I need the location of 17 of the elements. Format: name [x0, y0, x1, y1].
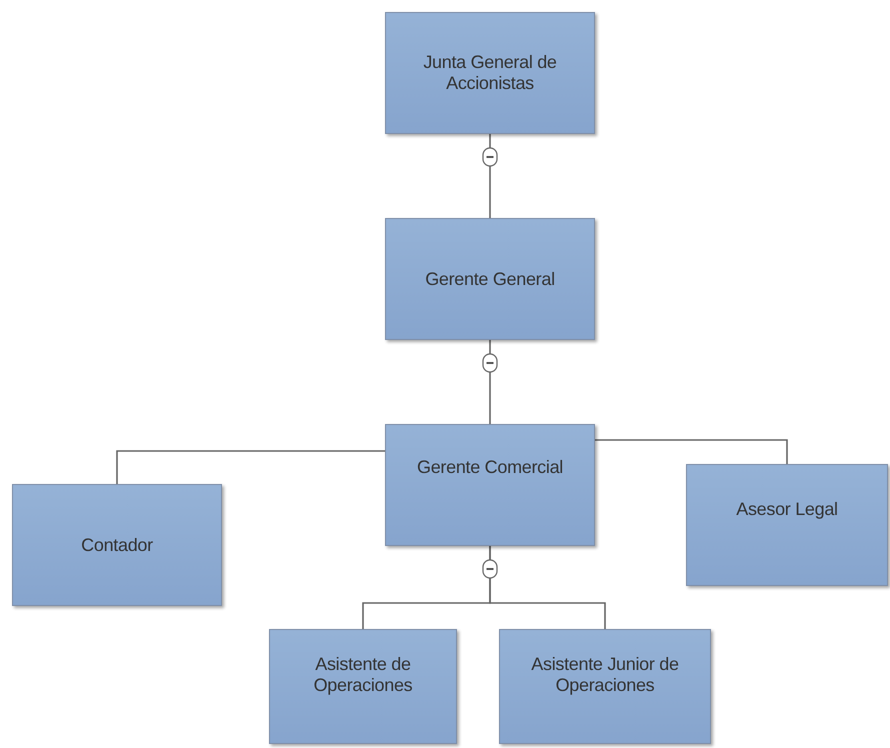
connector-line: [595, 439, 788, 464]
position-box: [385, 12, 595, 134]
position-box: [686, 464, 888, 586]
position-title: Asesor Legal: [736, 498, 838, 520]
position-box: [385, 218, 595, 340]
position-title: Junta General de Accionistas: [422, 52, 558, 94]
connector-line: [116, 450, 385, 484]
connector-line: [489, 546, 606, 629]
position-title: Asistente Junior de Operaciones: [530, 654, 680, 696]
position-title: Gerente Comercial: [417, 456, 563, 478]
position-title: Contador: [81, 534, 153, 556]
position-box: [12, 484, 222, 606]
position-title: Gerente General: [425, 268, 555, 290]
position-box: [385, 424, 595, 546]
position-title: Asistente de Operaciones: [312, 654, 414, 696]
position-box: [269, 629, 457, 744]
position-box: [499, 629, 711, 744]
